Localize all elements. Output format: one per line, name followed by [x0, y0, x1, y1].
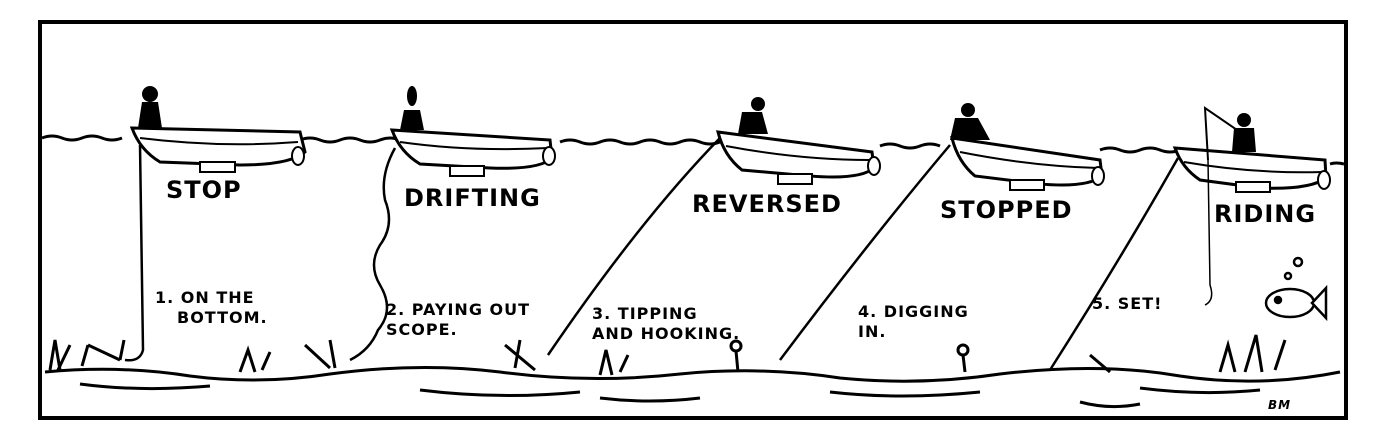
- step-5: 5. SET!: [1092, 294, 1162, 314]
- person-1: [142, 86, 158, 102]
- step-2-line-1: 2. PAYING OUT: [386, 300, 531, 319]
- diagram-frame: [38, 20, 1348, 420]
- anchors: [80, 339, 1111, 374]
- step-1-line-1: 1. ON THE: [155, 288, 255, 307]
- seabed: [44, 334, 1341, 409]
- person-3: [751, 97, 765, 111]
- boat-4: [779, 103, 1105, 361]
- step-2-line-2: SCOPE.: [386, 320, 458, 339]
- artist-signature: BM: [1268, 398, 1292, 412]
- state-label-stopped: STOPPED: [940, 196, 1073, 224]
- step-1-line-2: BOTTOM.: [177, 308, 268, 327]
- boat-1: [124, 86, 307, 362]
- fishing-rod: [1203, 106, 1241, 161]
- step-3-line-2: AND HOOKING.: [592, 324, 741, 343]
- water-surface: [41, 134, 1345, 166]
- boat-3: [546, 97, 881, 356]
- step-4-line-1: 4. DIGGING: [858, 302, 969, 321]
- boat-2: [349, 86, 556, 362]
- step-1: 1. ON THE BOTTOM.: [155, 288, 268, 328]
- boat-5: [1048, 106, 1331, 371]
- step-2: 2. PAYING OUT SCOPE.: [386, 300, 530, 340]
- step-3: 3. TIPPING AND HOOKING.: [592, 304, 740, 344]
- state-label-reversed: REVERSED: [692, 190, 842, 218]
- person-5: [1237, 113, 1251, 127]
- fish-icon: [1264, 256, 1328, 322]
- person-2: [407, 86, 417, 106]
- step-3-line-1: 3. TIPPING: [592, 304, 698, 323]
- state-label-drifting: DRIFTING: [404, 184, 541, 212]
- state-label-stop: STOP: [166, 176, 242, 204]
- step-5-line-1: 5. SET!: [1092, 294, 1163, 313]
- step-4-line-2: IN.: [858, 322, 887, 341]
- person-4: [961, 103, 975, 117]
- step-4: 4. DIGGING IN.: [858, 302, 969, 342]
- state-label-riding: RIDING: [1214, 200, 1317, 228]
